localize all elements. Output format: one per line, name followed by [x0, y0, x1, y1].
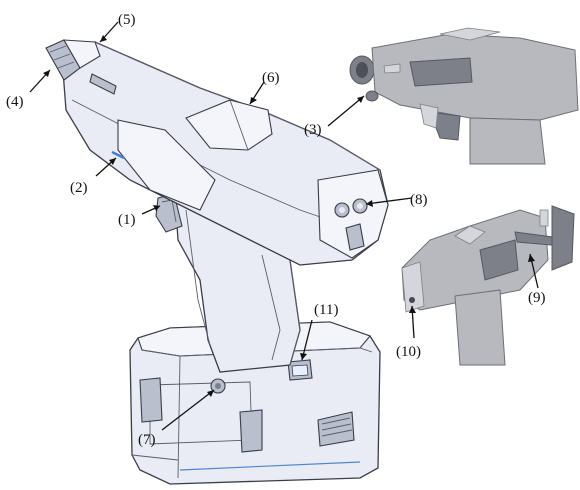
callout-7: (7)	[138, 432, 156, 448]
callout-11: (11)	[314, 302, 338, 318]
inset-photo-front-view	[335, 14, 580, 165]
callout-3: (3)	[304, 122, 322, 138]
leader-3-arrow	[357, 96, 364, 103]
main-tool-drawing	[45, 39, 389, 485]
leader-5-arrow	[100, 35, 107, 42]
battery-pack	[129, 321, 381, 485]
leader-6-arrow	[250, 97, 257, 104]
leader-4-arrow	[43, 70, 50, 77]
callout-5: (5)	[118, 12, 136, 28]
leader-9-arrow	[528, 254, 535, 262]
leader-10-arrow	[409, 306, 416, 313]
callout-8: (8)	[410, 192, 428, 208]
leader-7	[161, 389, 215, 431]
callout-2: (2)	[70, 180, 88, 196]
leader-1-arrow	[153, 205, 160, 211]
nose-collet	[45, 39, 101, 81]
leader-11	[301, 319, 313, 361]
main-body	[61, 41, 389, 266]
leader-lines	[29, 21, 539, 431]
leader-7-arrow	[207, 390, 214, 397]
callout-9: (9)	[528, 290, 546, 306]
callout-labels: (1) (2) (3) (4) (5) (6) (7) (8) (9) (10)…	[6, 12, 546, 448]
leader-8	[365, 197, 413, 205]
leader-2-arrow	[109, 158, 116, 165]
callout-10: (10)	[396, 344, 421, 360]
inset-photo-rear-view	[395, 195, 580, 370]
callout-4: (4)	[6, 94, 24, 110]
callout-6: (6)	[262, 70, 280, 86]
leader-3	[327, 95, 365, 127]
leader-11-arrow	[300, 353, 307, 360]
callout-1: (1)	[118, 212, 136, 228]
leader-8-arrow	[366, 200, 373, 207]
